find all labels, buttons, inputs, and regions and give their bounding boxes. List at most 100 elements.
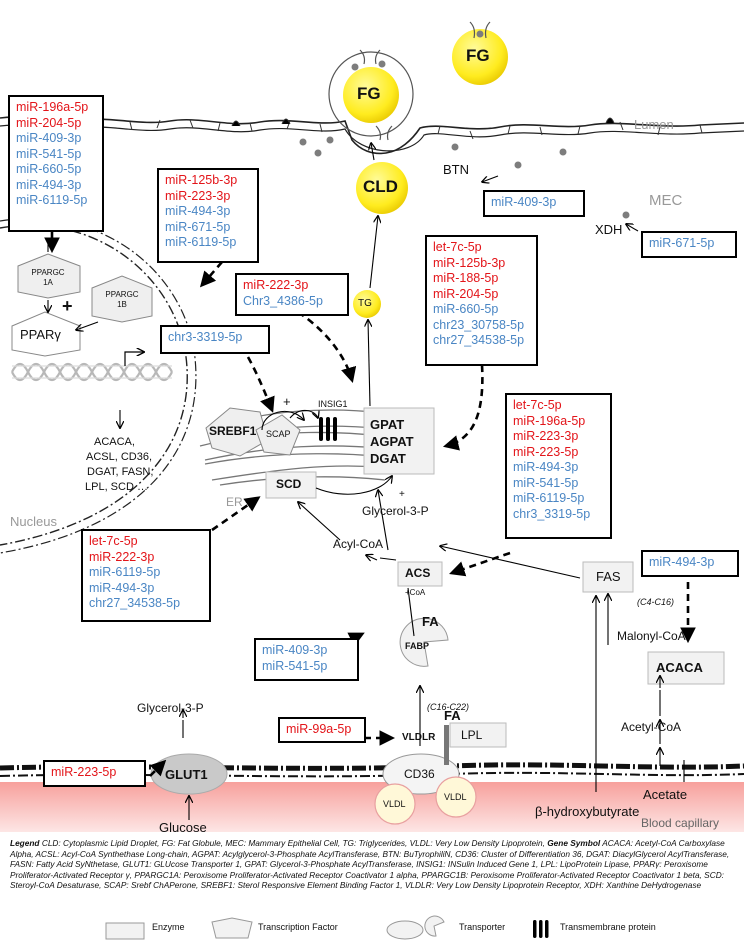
mirna-label: miR-541-5p [262,658,328,673]
cd36-label: CD36 [404,767,435,781]
mirna-label: let-7c-5p [89,534,138,548]
c16-c22-label: (C16-C22) [427,702,470,712]
mirna-label: miR-494-3p [165,204,231,218]
key-tf-label: Transcription Factor [258,922,338,932]
legend-text-2: ACACA: Acetyl-CoA Carboxylase Alpha, ACS… [10,838,730,891]
srebf-scap-plus: + [283,394,291,409]
fabp-shape [399,617,449,667]
key-transporter-icon [386,920,424,940]
apical-membrane-inner [0,124,744,152]
fas-box [582,561,634,593]
acs-box [397,561,443,587]
lpl-box [449,722,507,748]
mirna-box-vldlr: miR-99a-5p [278,717,366,743]
fg-label-2: FG [357,84,381,103]
lpl-label: LPL [461,728,483,742]
key-transmembrane-label: Transmembrane protein [560,922,656,932]
mirna-label: miR-409-3p [491,195,557,209]
scd-box [265,471,317,499]
mirna-label: chr27_34538-5p [433,333,525,347]
mirna-label: miR-223-3p [513,429,579,443]
mirna-box-glut1: miR-223-5p [43,760,146,787]
fat-globule-2 [343,67,399,123]
target-genes-line-1: ACACA, [94,436,135,448]
key-enzyme-icon [105,922,145,940]
mirna-label: miR-660-5p [433,302,499,316]
mirna-label: miR-188-5p [433,271,499,285]
xdh-label: XDH [595,222,623,237]
key-tf-icon [211,917,253,939]
mirna-label: let-7c-5p [513,398,562,412]
mirna-label: miR-223-5p [51,765,117,779]
ppargc1a-shape [17,253,81,299]
mirna-label: miR-204-5p [433,286,499,301]
btn-protein-grips [359,21,491,141]
glycerol-3p-label: Glycerol-3-P [137,701,204,715]
mirna-label: miR-541-5p [513,475,579,490]
mirna-label: miR-222-3p [89,549,155,564]
scap-label: SCAP [266,429,291,439]
tg-label: TG [358,298,372,309]
btn-label: BTN [443,162,469,177]
mirna-box-acaca: miR-494-3p [641,550,739,577]
glucose-label: Glucose [159,820,207,835]
fat-globule-2-envelope [328,51,414,137]
mirna-label: miR-196a-5p [16,100,89,114]
blood-capillary-label: Blood capillary [641,816,720,830]
fabp-label: FABP [405,641,430,651]
mirna-label: miR-660-5p [16,162,82,176]
triglyceride-droplet [353,290,381,318]
acetate-label: Acetate [643,787,688,802]
ppargc1a-label-1: PPARGC [31,268,65,277]
mirna-label: miR-125b-3p [433,255,506,270]
c4-c16-label: (C4-C16) [637,597,675,607]
mirna-label: miR-204-5p [16,115,82,130]
nucleus-label: Nucleus [10,514,57,529]
acaca-label: ACACA [656,660,703,675]
ppar-label: PPARγ [20,327,61,342]
mirna-box-srebf: chr3-3319-5p [160,325,270,354]
blood-capillary [0,782,744,832]
legend-gene-symbol: Gene Symbol [547,838,601,848]
ppargc1b-label-2: 1B [117,300,127,309]
ppargc1a-label-2: 1A [43,278,53,287]
fa-lpl-label: FA [444,708,461,723]
gpat-label: GPAT [370,417,405,432]
cld-label: CLD [363,177,398,196]
vldlr-label: VLDLR [402,732,436,743]
mirna-label: chr27_34538-5p [89,596,181,610]
legend-text-1: CLD: Cytoplasmic Lipid Droplet, FG: Fat … [39,838,548,848]
acetyl-coa-label: Acetyl-CoA [621,720,682,734]
plus-coa-label: +CoA [405,588,426,597]
transcription-start-arrow [124,352,144,366]
mirna-label: miR-494-3p [16,177,82,192]
mirna-label: miR-223-3p [165,188,231,203]
cytoplasmic-lipid-droplet [356,162,408,214]
scap-shape [255,414,301,456]
fg-label-1: FG [466,46,490,65]
mirna-label: miR-409-3p [16,131,82,145]
cd36-shape [382,753,460,795]
acs-label: ACS [405,566,431,580]
mirna-regulation-arrows [44,232,696,777]
mirna-label: miR-222-3p [243,278,309,292]
dna-helix [11,362,173,382]
beta-hydroxybutyrate-label: β-hydroxybutyrate [535,804,640,819]
srebf1-label: SREBF1 [209,424,257,438]
mirna-label: miR-494-3p [649,555,715,569]
lumen-label: Lumen [634,117,674,132]
nucleus-envelope [0,224,188,546]
target-genes-line-3: DGAT, FASN, [87,466,154,478]
mirna-label: miR-541-5p [16,146,82,161]
fat-globule-1 [452,29,508,85]
mirna-box-xdh: miR-671-5p [641,231,737,258]
mirna-label: miR-671-5p [649,236,715,250]
mirna-label: miR-6119-5p [513,491,585,505]
mirna-label: miR-494-3p [513,460,579,474]
